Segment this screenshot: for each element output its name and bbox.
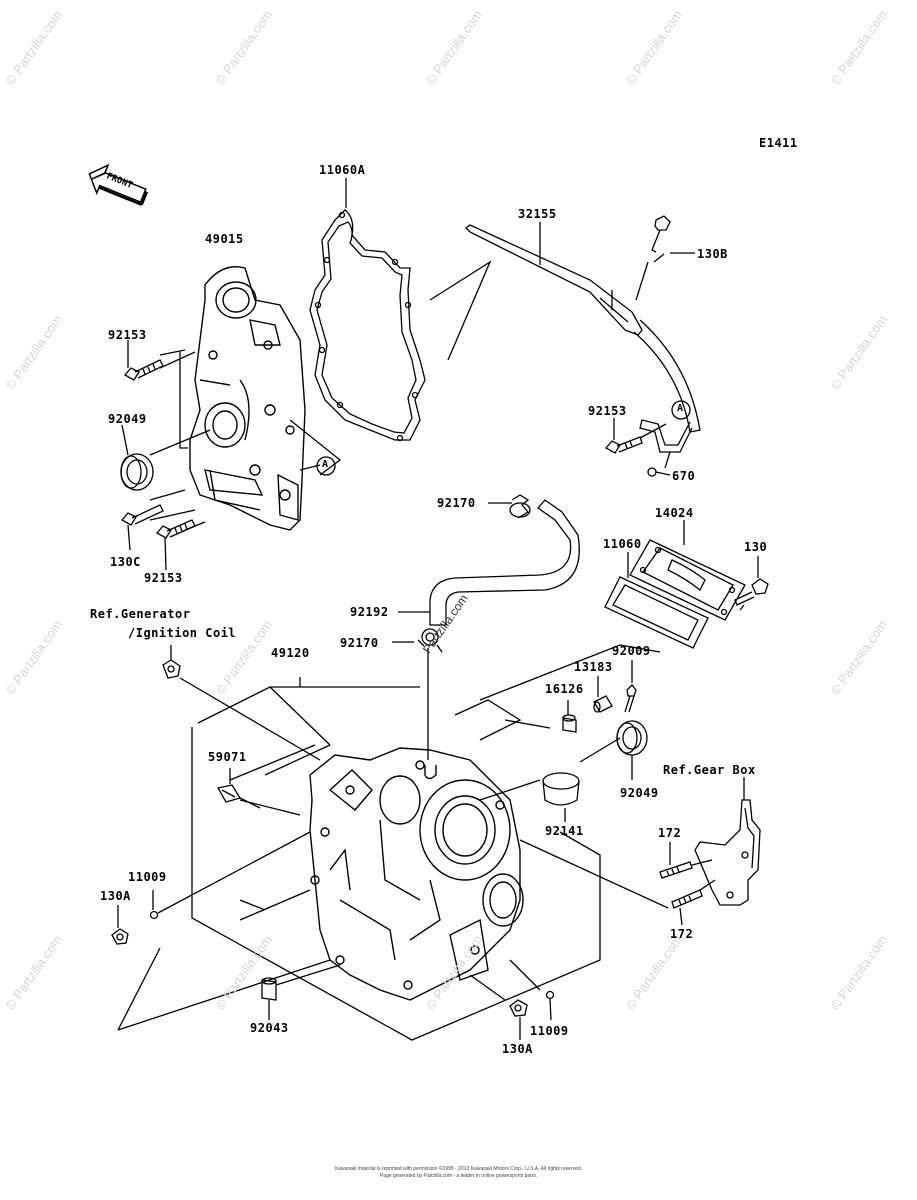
ref-generator-label: Ref.Generator xyxy=(90,607,191,621)
dipstick-32155 xyxy=(465,224,701,453)
part-label-130c: 130C xyxy=(110,555,141,569)
ref-generator-bolt-icon xyxy=(162,659,181,679)
part-label-92170: 92170 xyxy=(437,496,476,510)
marker-a-label: A xyxy=(677,403,684,414)
oil-seal-92049-right-icon xyxy=(616,720,648,756)
part-label-92192: 92192 xyxy=(350,605,389,619)
part-label-49015: 49015 xyxy=(205,232,244,246)
bolt-130a-icon xyxy=(111,928,129,945)
gear-cover-49015 xyxy=(189,266,306,531)
bracket-line xyxy=(179,352,188,449)
bolt-92153-lower-icon xyxy=(155,519,196,539)
part-label-92049: 92049 xyxy=(108,412,147,426)
part-label-92153-lower: 92153 xyxy=(144,571,183,585)
screw-92009-icon xyxy=(624,684,637,713)
washer-11009-icon xyxy=(149,910,159,920)
stud-172-icon xyxy=(659,861,693,879)
pin-16126-icon xyxy=(562,714,577,733)
cover-14024 xyxy=(629,539,746,621)
hose-92192 xyxy=(429,499,580,626)
gasket-11060a xyxy=(309,209,426,442)
part-label-16126: 16126 xyxy=(545,682,584,696)
copyright-line: Kawasaki material is reprinted with perm… xyxy=(334,1166,583,1172)
clamp-92170-lower-icon xyxy=(417,628,443,653)
pin-13183-icon xyxy=(593,695,613,713)
part-label-130a: 130A xyxy=(100,889,131,903)
marker-a-circle xyxy=(671,400,691,420)
crankcase-49120 xyxy=(309,747,524,1001)
part-label-92141: 92141 xyxy=(545,824,584,838)
bushing-92141-icon xyxy=(542,772,580,806)
clamp-92170-icon xyxy=(509,494,531,519)
bolt-130b-icon xyxy=(651,215,671,253)
dowel-92043-icon xyxy=(261,977,277,1001)
oil-seal-92049-icon xyxy=(120,453,154,491)
part-label-11060: 11060 xyxy=(603,537,642,551)
part-label-172: 172 xyxy=(658,826,682,840)
part-label-49120: 49120 xyxy=(271,646,310,660)
bolt-130-icon xyxy=(734,578,769,606)
diagram-code: E1411 xyxy=(759,136,798,150)
part-label-32155: 32155 xyxy=(518,207,557,221)
gasket-11060 xyxy=(604,576,709,649)
sensor-59071-icon xyxy=(216,784,261,809)
bolt-92153-icon xyxy=(123,359,164,381)
part-label-14024: 14024 xyxy=(655,506,694,520)
part-label-130: 130 xyxy=(744,540,768,554)
gearbox-bracket xyxy=(694,799,761,906)
front-arrow-icon xyxy=(88,163,149,206)
ref-ignition-coil-label: /Ignition Coil xyxy=(128,626,237,640)
copyright-notice: Kawasaki material is reprinted with perm… xyxy=(0,1166,917,1180)
washer-670-icon xyxy=(647,467,657,477)
stud-172-lower-icon xyxy=(671,889,703,909)
part-label-92043: 92043 xyxy=(250,1021,289,1035)
part-label-59071: 59071 xyxy=(208,750,247,764)
assembly-outline xyxy=(117,677,601,1041)
part-label-11009-lower: 11009 xyxy=(530,1024,569,1038)
part-label-11009: 11009 xyxy=(128,870,167,884)
part-label-11060a: 11060A xyxy=(319,163,366,177)
part-label-92009: 92009 xyxy=(612,644,651,658)
bolt-130c-icon xyxy=(120,504,164,526)
washer-11009-lower-icon xyxy=(545,990,555,1000)
part-label-172-lower: 172 xyxy=(670,927,694,941)
part-label-92153-right: 92153 xyxy=(588,404,627,418)
part-label-13183: 13183 xyxy=(574,660,613,674)
part-label-130a-lower: 130A xyxy=(502,1042,533,1056)
copyright-line: Page generated by Partzilla.com - a lead… xyxy=(379,1173,538,1179)
ref-gear-box-label: Ref.Gear Box xyxy=(663,763,756,777)
bolt-92153-right-icon xyxy=(604,436,643,454)
part-label-130b: 130B xyxy=(697,247,728,261)
marker-a-label: A xyxy=(322,459,329,470)
part-label-92170-lower: 92170 xyxy=(340,636,379,650)
bolt-130a-lower-icon xyxy=(509,999,528,1017)
part-label-92049-right: 92049 xyxy=(620,786,659,800)
part-label-92153: 92153 xyxy=(108,328,147,342)
part-label-670: 670 xyxy=(672,469,696,483)
marker-a-circle xyxy=(316,456,336,476)
